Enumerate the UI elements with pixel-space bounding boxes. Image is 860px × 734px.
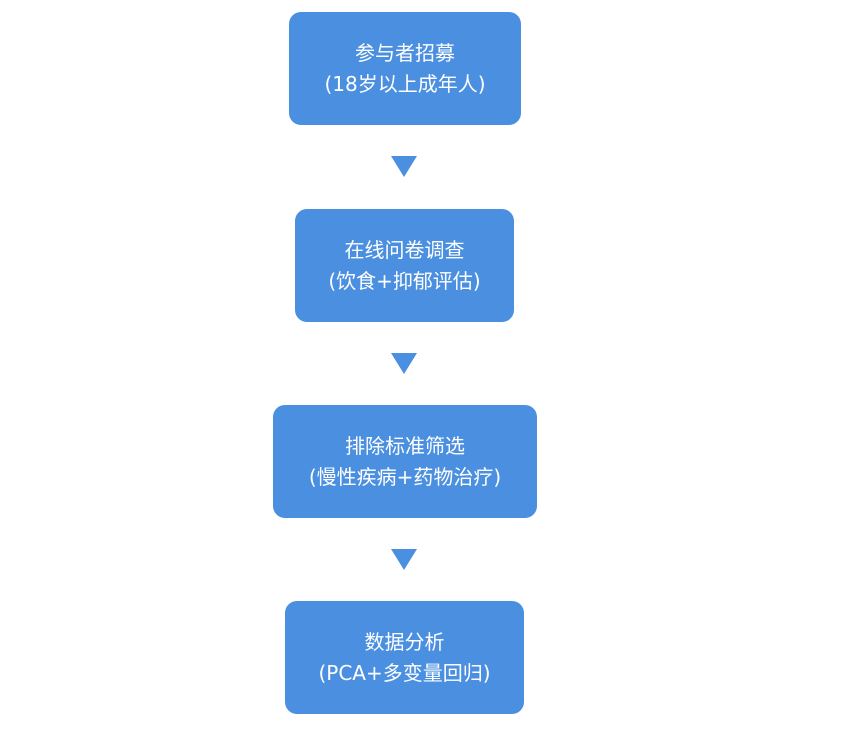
step-detail: (18岁以上成年人) <box>324 71 486 96</box>
step-detail: (慢性疾病+药物治疗) <box>308 464 502 489</box>
step-detail: (PCA+多变量回归) <box>318 660 491 685</box>
step-title: 在线问卷调查 <box>344 237 465 262</box>
step-detail: (饮食+抑郁评估) <box>328 268 481 293</box>
step-title: 参与者招募 <box>355 40 455 65</box>
step-title: 排除标准筛选 <box>345 433 465 458</box>
step-data-analysis: 数据分析 (PCA+多变量回归) <box>285 601 524 714</box>
step-exclusion-screening: 排除标准筛选 (慢性疾病+药物治疗) <box>273 405 537 518</box>
down-arrow-icon <box>391 353 417 374</box>
step-title: 数据分析 <box>364 629 445 654</box>
down-arrow-icon <box>391 549 417 570</box>
step-participant-recruitment: 参与者招募 (18岁以上成年人) <box>289 12 521 125</box>
step-online-survey: 在线问卷调查 (饮食+抑郁评估) <box>295 209 514 322</box>
down-arrow-icon <box>391 156 417 177</box>
